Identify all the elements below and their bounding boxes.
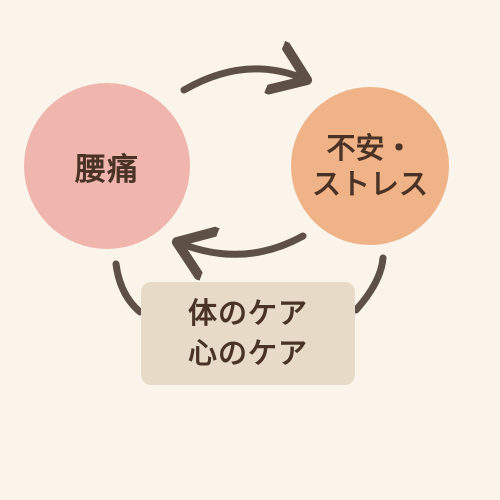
care-box: 体のケア 心のケア	[141, 282, 355, 385]
node-back-pain: 腰痛	[24, 83, 190, 249]
node-anxiety-label-line2: ストレス	[311, 167, 428, 201]
care-body-label: 体のケア	[187, 296, 308, 331]
node-anxiety-label-line1: 不安・	[326, 130, 414, 165]
node-back-pain-label: 腰痛	[75, 151, 139, 188]
connector-pain-to-care	[112, 260, 144, 316]
arrow-pain-to-stress	[180, 69, 302, 90]
arrow-stress-to-pain	[182, 236, 307, 254]
care-mind-label: 心のケア	[187, 335, 308, 370]
connector-stress-to-care	[352, 254, 387, 314]
node-anxiety-stress: 不安・ ストレス	[291, 87, 449, 245]
